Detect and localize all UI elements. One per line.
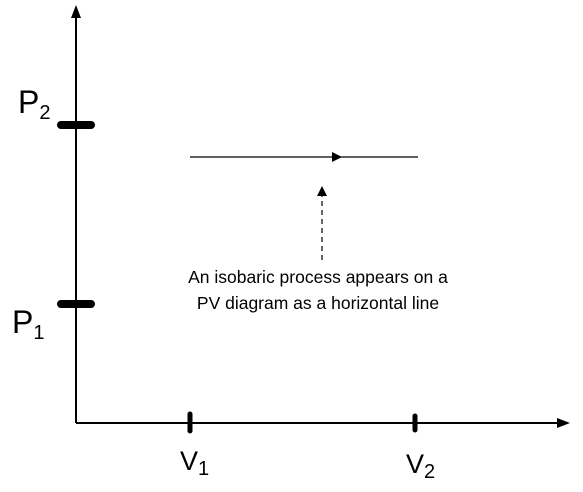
v1-label-main: V xyxy=(180,446,198,476)
v2-label-main: V xyxy=(406,449,424,479)
p2-label-main: P xyxy=(18,84,39,120)
v1-label: V1 xyxy=(180,446,209,480)
volume-axis-arrowhead xyxy=(557,418,570,428)
process-direction-arrowhead xyxy=(332,152,342,162)
p1-label: P1 xyxy=(12,304,44,344)
annotation-pointer-arrowhead xyxy=(317,186,327,196)
p2-label: P2 xyxy=(18,84,50,124)
p2-label-sub: 2 xyxy=(39,102,50,124)
v2-label-sub: 2 xyxy=(424,461,435,483)
p1-label-sub: 1 xyxy=(33,322,44,344)
v2-label: V2 xyxy=(406,449,435,483)
annotation-line-1: An isobaric process appears on a xyxy=(188,267,448,287)
pressure-axis-arrowhead xyxy=(71,5,81,18)
annotation-line-2: PV diagram as a horizontal line xyxy=(197,293,439,313)
v1-label-sub: 1 xyxy=(198,458,209,480)
p1-label-main: P xyxy=(12,304,33,340)
